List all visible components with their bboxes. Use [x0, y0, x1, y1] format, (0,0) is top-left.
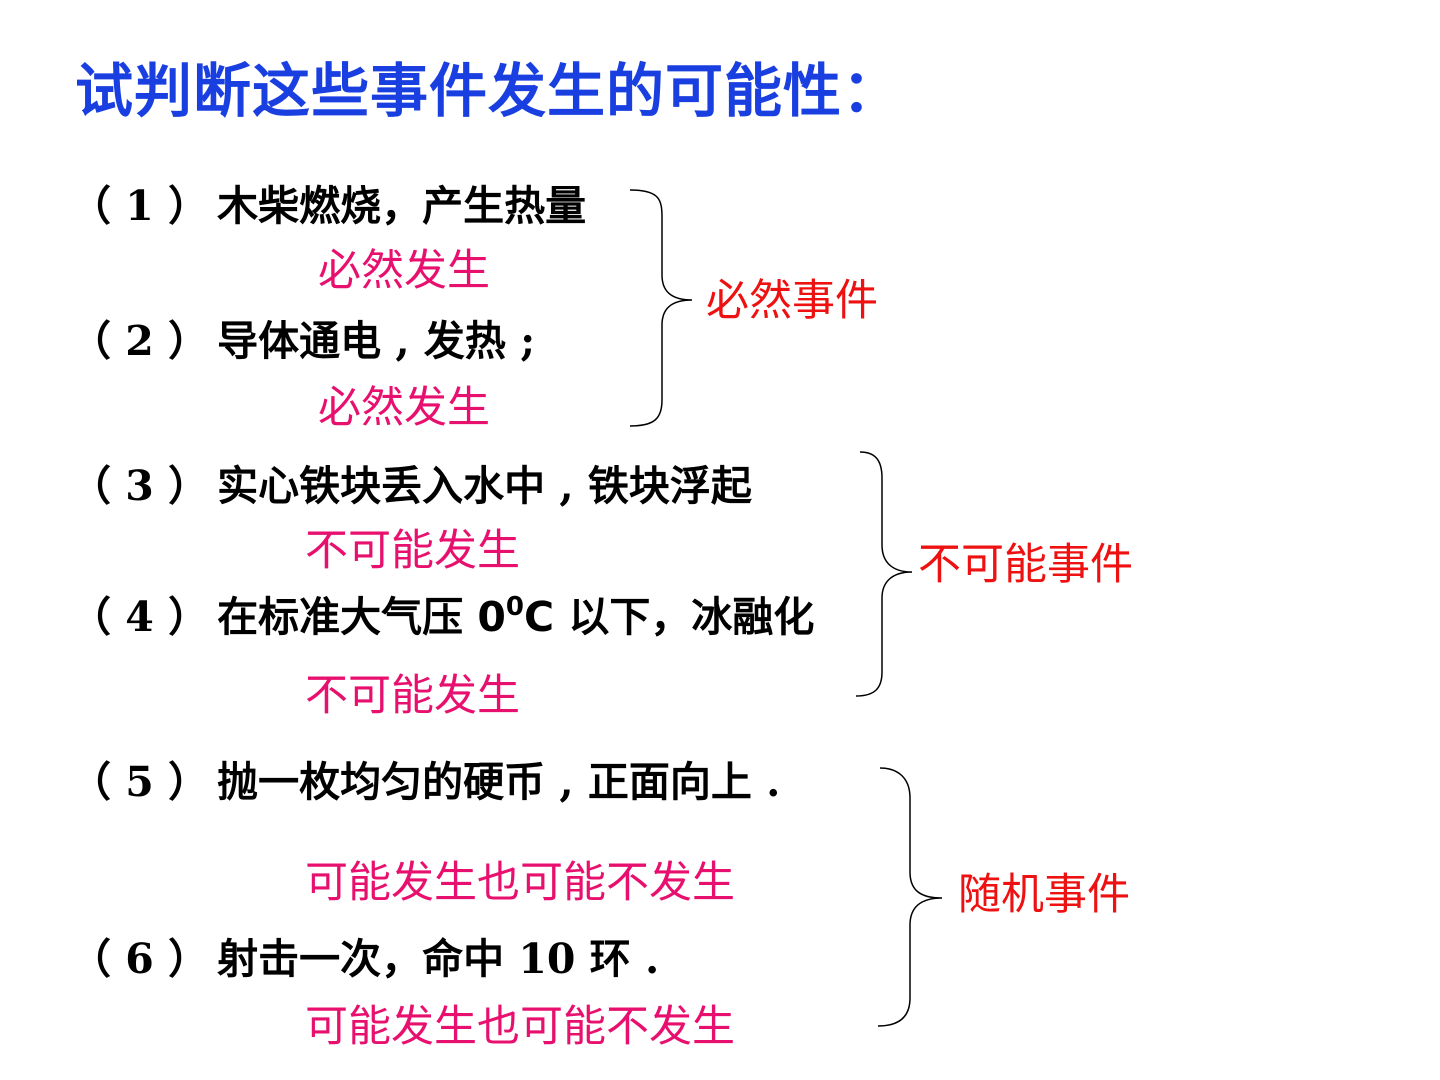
event-item-6: （ 6 ）射击一次，命中 10 环 . [70, 925, 659, 985]
event-number: （ 2 ） [70, 317, 210, 365]
event-item-2: （ 2 ）导体通电 , 发热 ; [70, 307, 535, 367]
event-number: （ 4 ） [70, 593, 210, 641]
degree-superscript: 0 [505, 592, 524, 622]
event-text: 木柴燃烧，产生热量 [217, 182, 587, 230]
event-item-3: （ 3 ）实心铁块丢入水中 , 铁块浮起 [70, 452, 752, 512]
brace-random [877, 767, 943, 1027]
event-number: （ 5 ） [70, 758, 210, 806]
event-text: 实心铁块丢入水中 , 铁块浮起 [217, 462, 752, 510]
celsius-unit: C [523, 593, 555, 641]
answer-2: 必然发生 [318, 383, 490, 433]
event-number: （ 6 ） [70, 935, 210, 983]
event-item-5: （ 5 ）抛一枚均匀的硬币 , 正面向上 . [70, 748, 780, 808]
answer-5: 可能发生也可能不发生 [305, 858, 735, 908]
temperature-value: 0 [477, 593, 506, 641]
brace-certain [629, 189, 693, 427]
category-impossible-event: 不可能事件 [918, 540, 1133, 590]
brace-impossible [855, 451, 913, 697]
slide-title: 试判断这些事件发生的可能性： [75, 57, 902, 125]
category-certain-event: 必然事件 [706, 276, 878, 326]
event-text: 抛一枚均匀的硬币 , 正面向上 . [217, 758, 781, 806]
answer-3: 不可能发生 [305, 526, 520, 576]
answer-1: 必然发生 [318, 246, 490, 296]
event-text-post: 以下，冰融化 [554, 593, 815, 641]
category-random-event: 随机事件 [958, 870, 1130, 920]
event-number: （ 3 ） [70, 462, 210, 510]
event-text-pre: 在标准大气压 [217, 593, 478, 641]
answer-6: 可能发生也可能不发生 [305, 1002, 735, 1052]
answer-4: 不可能发生 [305, 671, 520, 721]
event-item-1: （ 1 ）木柴燃烧，产生热量 [70, 172, 586, 232]
event-text: 射击一次，命中 10 环 . [217, 935, 660, 983]
event-text: 导体通电 , 发热 ; [217, 317, 536, 365]
event-number: （ 1 ） [70, 182, 210, 230]
event-item-4: （ 4 ）在标准大气压 00C 以下，冰融化 [70, 583, 814, 643]
